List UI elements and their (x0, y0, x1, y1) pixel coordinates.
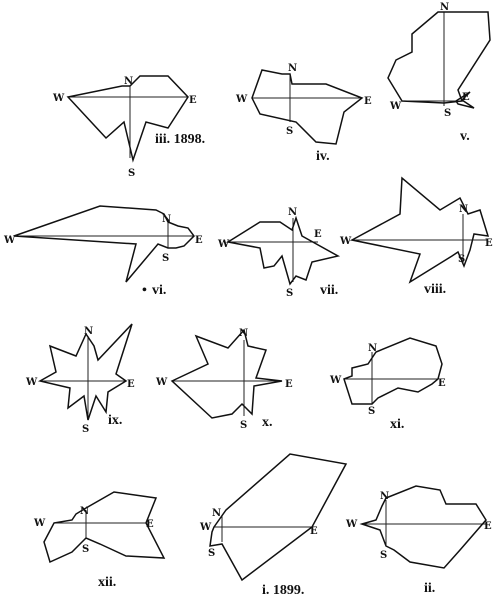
wind-rose-ii: N S E W ii. (345, 485, 492, 596)
label-e: E (310, 526, 318, 537)
label-e: E (314, 229, 322, 240)
label-n: N (440, 2, 449, 13)
label-n: N (80, 506, 89, 517)
label-w: W (155, 377, 168, 388)
wind-polygon (37, 323, 133, 421)
label-e: E (485, 238, 493, 249)
label-w: W (235, 94, 248, 105)
label-w: W (339, 236, 352, 247)
label-w: W (217, 239, 230, 250)
wind-polygon (170, 328, 283, 419)
label-w: W (199, 522, 212, 533)
label-n: N (459, 204, 468, 215)
label-e: E (285, 379, 293, 390)
label-s: S (286, 126, 293, 137)
label-w: W (3, 235, 16, 246)
label-w: W (25, 377, 38, 388)
label-s: S (368, 406, 375, 417)
wind-rose-iv: N S E W iv. (235, 63, 372, 164)
label-w: W (345, 519, 358, 530)
label-s: S (162, 253, 169, 264)
caption-vi: vi. (152, 283, 166, 298)
caption-i: i. 1899. (262, 583, 304, 598)
label-s: S (444, 108, 451, 119)
caption-ii: ii. (424, 581, 435, 596)
label-w: W (52, 93, 65, 104)
label-s: S (286, 288, 293, 299)
label-s: S (208, 548, 215, 559)
wind-rose-iii-1898: N S E W iii. 1898. (52, 75, 205, 179)
label-n: N (239, 328, 248, 339)
caption-x: x. (262, 415, 273, 430)
label-e: E (146, 519, 154, 530)
label-s: S (82, 544, 89, 555)
label-e: E (364, 96, 372, 107)
wind-polygon (225, 215, 341, 286)
wind-rose-v: N S E W v. (387, 2, 491, 144)
wind-polygon (359, 485, 487, 569)
caption-iii: iii. 1898. (155, 132, 205, 147)
label-e: E (438, 378, 446, 389)
caption-vii: vii. (320, 283, 338, 298)
wind-rose-xii: N S E W xii. (33, 491, 166, 590)
label-e: E (195, 235, 203, 246)
wind-polygon (387, 11, 491, 104)
wind-spike-se (454, 91, 475, 109)
wind-polygon (343, 337, 443, 405)
wind-polygon (349, 176, 490, 284)
caption-vi-bullet: • (142, 283, 147, 298)
caption-viii: viii. (424, 282, 446, 297)
label-e: E (462, 92, 470, 103)
label-n: N (288, 63, 297, 74)
caption-ix: ix. (108, 413, 122, 428)
label-w: W (389, 101, 402, 112)
wind-rose-vii: N S E W vii. (217, 207, 341, 299)
label-n: N (380, 491, 389, 502)
wind-rose-vi: N S E W • vi. (3, 205, 203, 298)
caption-v: v. (460, 129, 470, 144)
wind-rose-x: N S E W x. (155, 328, 293, 431)
label-s: S (240, 420, 247, 431)
label-s: S (82, 424, 89, 435)
label-n: N (288, 207, 297, 218)
label-w: W (33, 518, 46, 529)
label-n: N (162, 214, 171, 225)
label-n: N (212, 508, 221, 519)
caption-iv: iv. (316, 149, 330, 164)
label-w: W (329, 375, 342, 386)
wind-polygon (13, 205, 195, 283)
label-n: N (124, 76, 133, 87)
wind-polygon (66, 75, 189, 163)
label-n: N (368, 343, 377, 354)
wind-polygon (43, 491, 166, 564)
wind-polygon (209, 453, 348, 582)
wind-rose-viii: N S E W viii. (339, 176, 493, 297)
wind-rose-xi: N S E W xi. (329, 337, 446, 432)
wind-rose-i-1899: N S E W i. 1899. (199, 453, 348, 598)
label-s: S (380, 550, 387, 561)
label-s: S (458, 254, 465, 265)
label-n: N (84, 326, 93, 337)
label-e: E (127, 379, 135, 390)
wind-polygon (251, 69, 364, 145)
label-e: E (484, 521, 492, 532)
wind-rose-ix: N S E W ix. (25, 323, 135, 435)
label-s: S (128, 168, 135, 179)
label-e: E (189, 95, 197, 106)
caption-xi: xi. (390, 417, 404, 432)
caption-xii: xii. (98, 575, 116, 590)
